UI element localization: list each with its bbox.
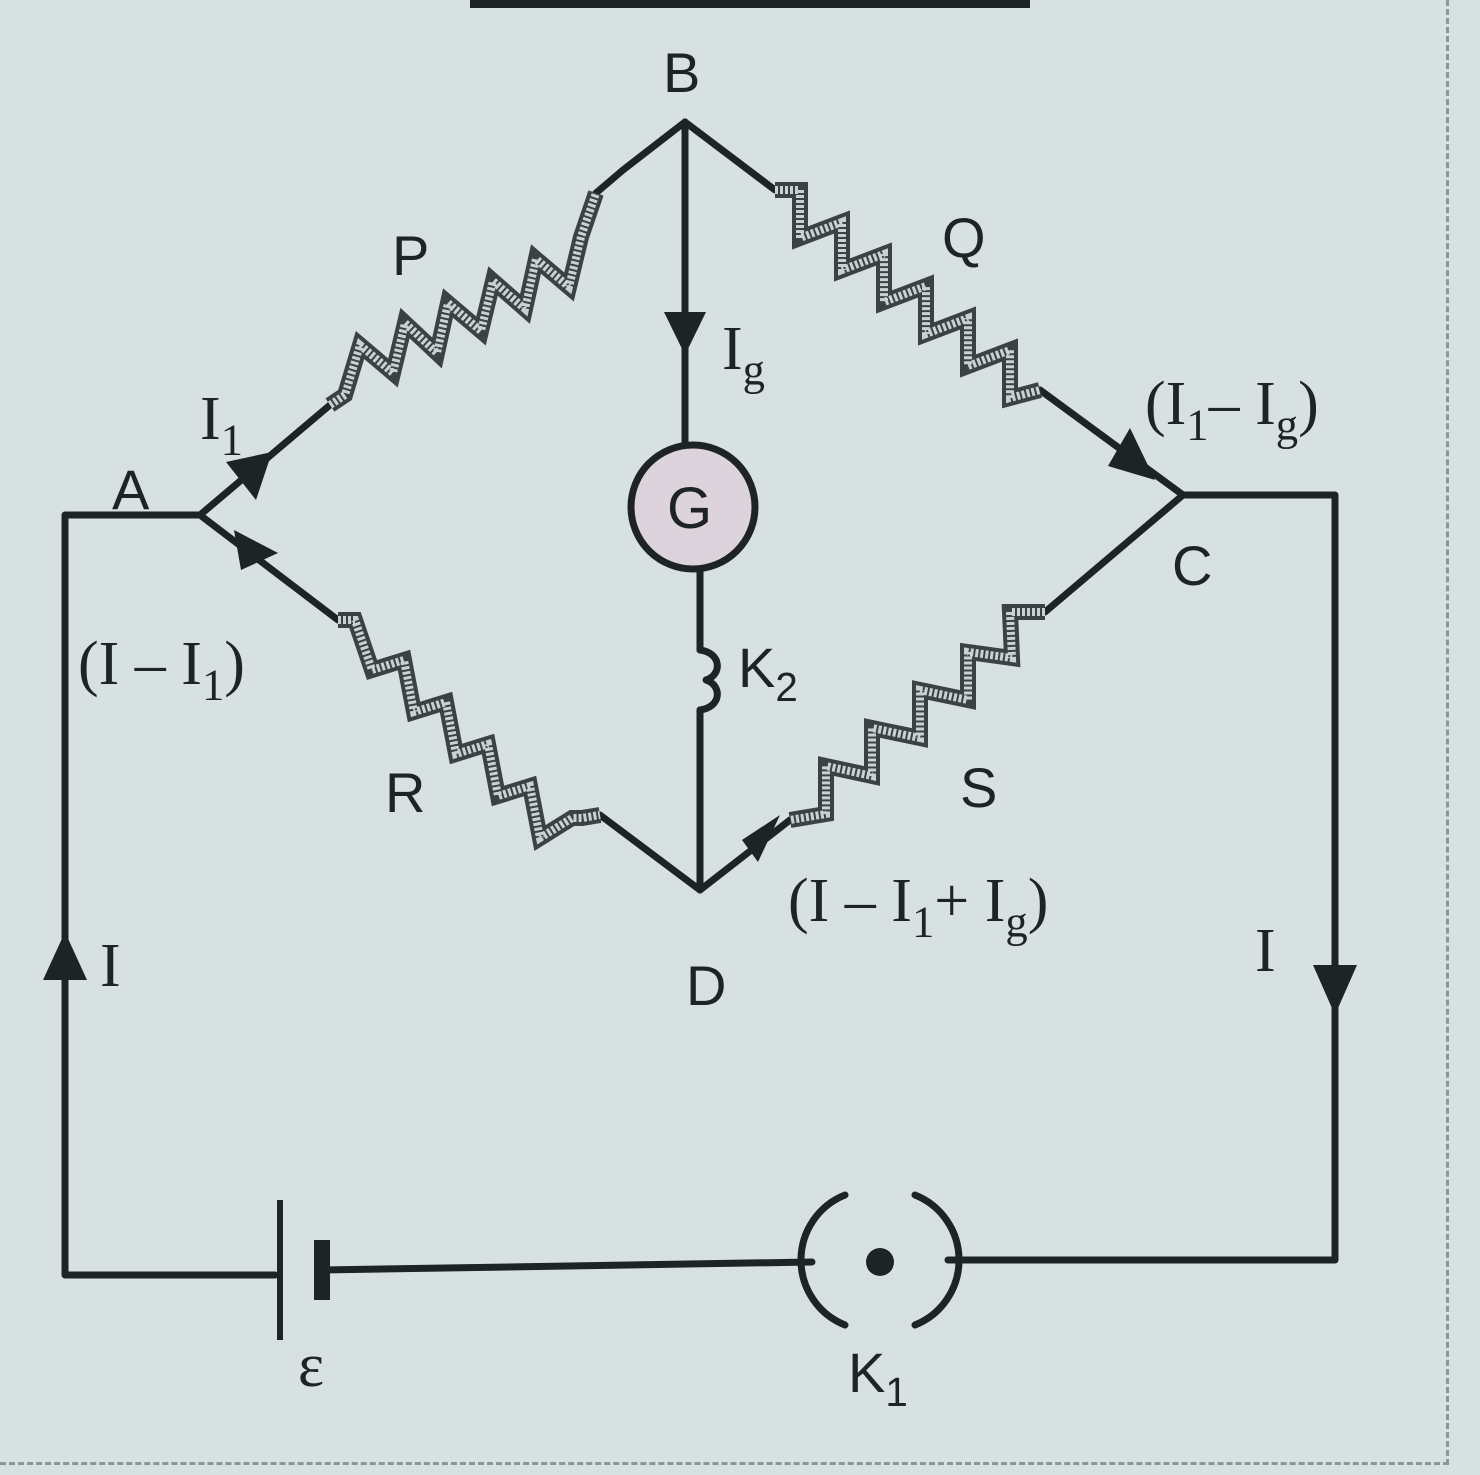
key-k1-right-arc xyxy=(911,1191,963,1329)
resistor-s xyxy=(788,604,1045,828)
arrow-i1-up-right xyxy=(226,452,272,500)
key-k1-plug xyxy=(866,1248,894,1276)
arrow-ig-down xyxy=(664,312,706,355)
wire-s-d xyxy=(696,816,794,894)
resistor-label-r: R xyxy=(385,761,426,824)
wire-right xyxy=(944,491,1339,1264)
current-label-i1: I1 xyxy=(200,385,243,465)
resistor-r xyxy=(338,612,602,851)
node-label-b: B xyxy=(663,41,701,104)
node-label-a: A xyxy=(112,458,150,521)
key-k2-label: K2 xyxy=(738,636,798,711)
current-label-i-left: I xyxy=(100,932,121,1000)
wire-b-q xyxy=(681,118,779,194)
node-label-c: C xyxy=(1172,534,1213,597)
key-k1-left-arc xyxy=(797,1191,849,1329)
resistor-label-q: Q xyxy=(942,206,986,269)
current-label-i1-minus-ig: (I1– Ig) xyxy=(1145,370,1319,450)
arrow-i-minus-i1-plus-ig xyxy=(742,815,780,862)
current-label-i-minus-i1: (I – I1) xyxy=(78,630,245,710)
arrow-i-left-up xyxy=(43,932,87,980)
resistor-label-p: P xyxy=(392,224,430,287)
galvanometer-label: G xyxy=(667,476,713,541)
top-rule xyxy=(470,0,1030,8)
key-k2-symbol xyxy=(696,646,721,714)
wire-c-s xyxy=(1041,491,1187,616)
key-k1-label: K1 xyxy=(848,1341,908,1416)
arrow-i-minus-i1 xyxy=(234,530,278,570)
wire-q-c xyxy=(1036,386,1187,499)
resistor-p xyxy=(325,190,604,412)
galvanometer xyxy=(627,441,759,573)
battery-emf-label: ε xyxy=(298,1332,325,1400)
wire-d-r xyxy=(596,811,704,894)
wire-r-a xyxy=(196,511,342,624)
page-border xyxy=(0,0,1449,1465)
current-label-i-minus-i1-plus-ig: (I – I1+ Ig) xyxy=(788,867,1049,947)
current-label-i-right: I xyxy=(1255,917,1276,985)
wire-battery-to-key xyxy=(318,1258,816,1274)
wire-left xyxy=(61,511,279,1279)
resistor-label-s: S xyxy=(960,756,998,819)
wire-p-b xyxy=(592,118,689,197)
arrow-i1-minus-ig xyxy=(1108,428,1155,480)
node-label-d: D xyxy=(686,954,727,1017)
arrow-i-right-down xyxy=(1313,965,1357,1015)
resistor-q xyxy=(775,182,1043,409)
current-label-ig: Ig xyxy=(722,315,765,395)
